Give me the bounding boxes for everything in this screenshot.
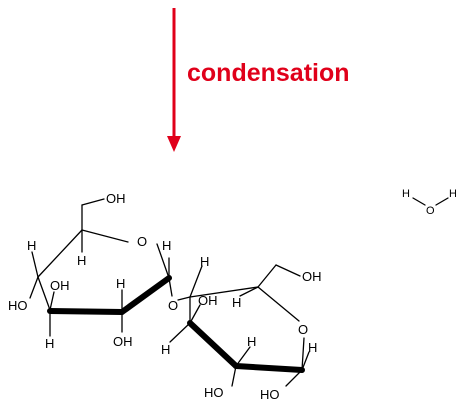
glucose-ring-left <box>29 198 173 337</box>
ring-oxygen-label: O <box>298 322 308 337</box>
condensation-label: condensation <box>187 59 350 87</box>
hydroxyl-label: OH <box>106 191 126 206</box>
water-molecule: H O H <box>402 188 456 217</box>
condensation-arrow <box>167 8 181 152</box>
hydroxyl-rev-label: HO <box>8 298 28 313</box>
hydrogen-label: H <box>162 238 171 253</box>
hydrogen-label: H <box>247 334 256 349</box>
arrow-head-icon <box>167 136 181 152</box>
hydrogen-label: H <box>200 254 209 269</box>
hydrogen-label: H <box>77 253 86 268</box>
hydrogen-label: H <box>161 342 170 357</box>
hydrogen-label: H <box>45 336 54 351</box>
ring-oxygen-label: O <box>137 234 147 249</box>
hydroxyl-rev-label: HO <box>204 385 224 400</box>
hydrogen-label: H <box>232 295 241 310</box>
ring-left-labels: OH O H H H OH H HO H OH <box>8 191 171 351</box>
glucose-ring-right <box>169 264 310 387</box>
water-oxygen-label: O <box>426 205 435 217</box>
water-hydrogen-label: H <box>449 188 456 200</box>
ring-right-labels: H OH OH H O H H H HO HO <box>161 254 322 402</box>
hydroxyl-label: OH <box>50 278 70 293</box>
hydroxyl-label: OH <box>113 334 133 349</box>
hydrogen-label: H <box>27 238 36 253</box>
hydroxyl-rev-label: HO <box>260 387 280 402</box>
glycosidic-oxygen-label: O <box>168 298 178 313</box>
hydroxyl-label: OH <box>198 293 218 308</box>
water-hydrogen-label: H <box>402 188 410 200</box>
hydrogen-label: H <box>116 276 125 291</box>
hydrogen-label: H <box>308 340 317 355</box>
hydroxyl-label: OH <box>302 269 322 284</box>
